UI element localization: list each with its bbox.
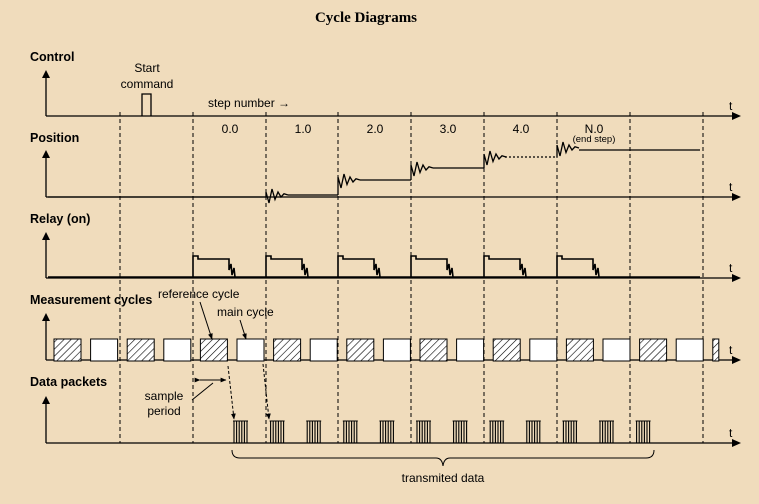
data-packet-burst	[306, 420, 322, 443]
position-settling-ring	[410, 161, 434, 180]
main-cycle-box	[529, 338, 558, 362]
relay-pulse	[483, 255, 527, 278]
relay-pulses	[48, 255, 700, 278]
row-label-position: Position	[30, 131, 79, 145]
time-axis-labels: t t t t t	[729, 99, 733, 440]
relay-pulse	[265, 255, 309, 278]
main-cycle-box	[382, 338, 411, 362]
time-axis-t-label: t	[729, 180, 733, 194]
data-packet-burst	[489, 420, 505, 443]
data-packet-burst	[269, 420, 285, 443]
time-axis-arrowhead	[732, 439, 741, 447]
relay-pulse	[337, 255, 381, 278]
sample-period-label-line1: sample	[145, 389, 184, 403]
time-axis-t-label: t	[729, 99, 733, 113]
data-packet-burst	[342, 420, 358, 443]
vertical-axis-arrowhead	[42, 232, 50, 240]
step-number-labels: 0.0 1.0 2.0 3.0 4.0 N.0	[222, 122, 604, 136]
relay-pulse	[556, 255, 600, 278]
row-label-relay: Relay (on)	[30, 212, 90, 226]
start-command-label-line2: command	[121, 77, 174, 91]
reference-cycle-box	[492, 338, 521, 362]
main-cycle-label: main cycle	[217, 305, 274, 319]
main-cycle-box	[309, 338, 338, 362]
row-label-measurement: Measurement cycles	[30, 293, 152, 307]
transmitted-data-brace	[231, 449, 655, 467]
reference-cycle-box	[639, 338, 668, 362]
main-cycle-pointer	[239, 319, 247, 340]
position-settling-ring	[483, 150, 507, 168]
data-packet-burst	[635, 420, 651, 443]
main-cycle-box	[236, 338, 265, 362]
position-trace	[48, 141, 700, 204]
step-number-label: 3.0	[440, 122, 457, 136]
time-axis-arrowhead	[732, 274, 741, 282]
sample-period-label-line2: period	[147, 404, 180, 418]
data-packet-burst	[525, 420, 541, 443]
data-packet-bursts	[233, 420, 651, 443]
vertical-axis-arrowhead	[42, 150, 50, 158]
step-number-label: 4.0	[513, 122, 530, 136]
step-number-label: N.0	[585, 122, 604, 136]
sample-period-pointer	[191, 382, 214, 401]
reference-cycle-box	[199, 338, 228, 362]
row-label-control: Control	[30, 50, 74, 64]
position-settling-ring	[265, 188, 289, 204]
reference-cycle-box	[273, 338, 302, 362]
main-cycle-box	[602, 338, 631, 362]
main-cycle-box	[90, 338, 119, 362]
time-axis-t-label: t	[729, 426, 733, 440]
position-settling-ring	[556, 141, 580, 157]
start-command-pulse	[141, 93, 152, 116]
main-cycle-box	[163, 338, 192, 362]
vertical-axis-arrowhead	[42, 70, 50, 78]
data-packet-burst	[416, 420, 431, 443]
time-axis-t-label: t	[729, 261, 733, 275]
data-packet-burst	[379, 420, 395, 443]
step-number-label: 1.0	[295, 122, 312, 136]
time-axis-t-label: t	[729, 343, 733, 357]
reference-cycle-box	[565, 338, 594, 362]
end-step-label: (end step)	[573, 134, 616, 145]
data-packet-burst	[599, 420, 614, 443]
first-packet-pointer	[227, 365, 236, 420]
reference-cycle-box	[126, 338, 155, 362]
second-packet-pointer	[262, 363, 271, 420]
vertical-axis-arrowhead	[42, 313, 50, 321]
data-packet-burst	[452, 420, 468, 443]
data-packet-burst	[233, 420, 248, 443]
relay-pulse	[192, 255, 236, 278]
time-axis-arrowhead	[732, 112, 741, 120]
reference-cycle-box	[53, 338, 82, 362]
data-packet-burst	[562, 420, 578, 443]
reference-cycle-box	[419, 338, 448, 362]
position-settling-ring	[337, 173, 361, 195]
measurement-cycle-boxes	[53, 338, 720, 362]
reference-cycle-pointer	[199, 301, 213, 340]
reference-cycle-label: reference cycle	[158, 287, 240, 301]
vertical-axis-arrowhead	[42, 396, 50, 404]
step-number-label: 0.0	[222, 122, 239, 136]
time-axis-arrowhead	[732, 356, 741, 364]
transmitted-data-label: transmited data	[402, 471, 485, 485]
time-axis-arrowhead	[732, 193, 741, 201]
main-cycle-box	[675, 338, 704, 362]
diagram-title: Cycle Diagrams	[315, 10, 417, 26]
row-label-data: Data packets	[30, 375, 107, 389]
relay-pulse	[410, 255, 454, 278]
measurement-cycle-partial	[712, 338, 720, 362]
step-number-label: step number →	[208, 96, 290, 110]
start-command-label-line1: Start	[134, 61, 160, 75]
reference-cycle-box	[346, 338, 375, 362]
step-number-label: 2.0	[367, 122, 384, 136]
main-cycle-box	[456, 338, 485, 362]
step-separator-lines	[119, 112, 704, 443]
